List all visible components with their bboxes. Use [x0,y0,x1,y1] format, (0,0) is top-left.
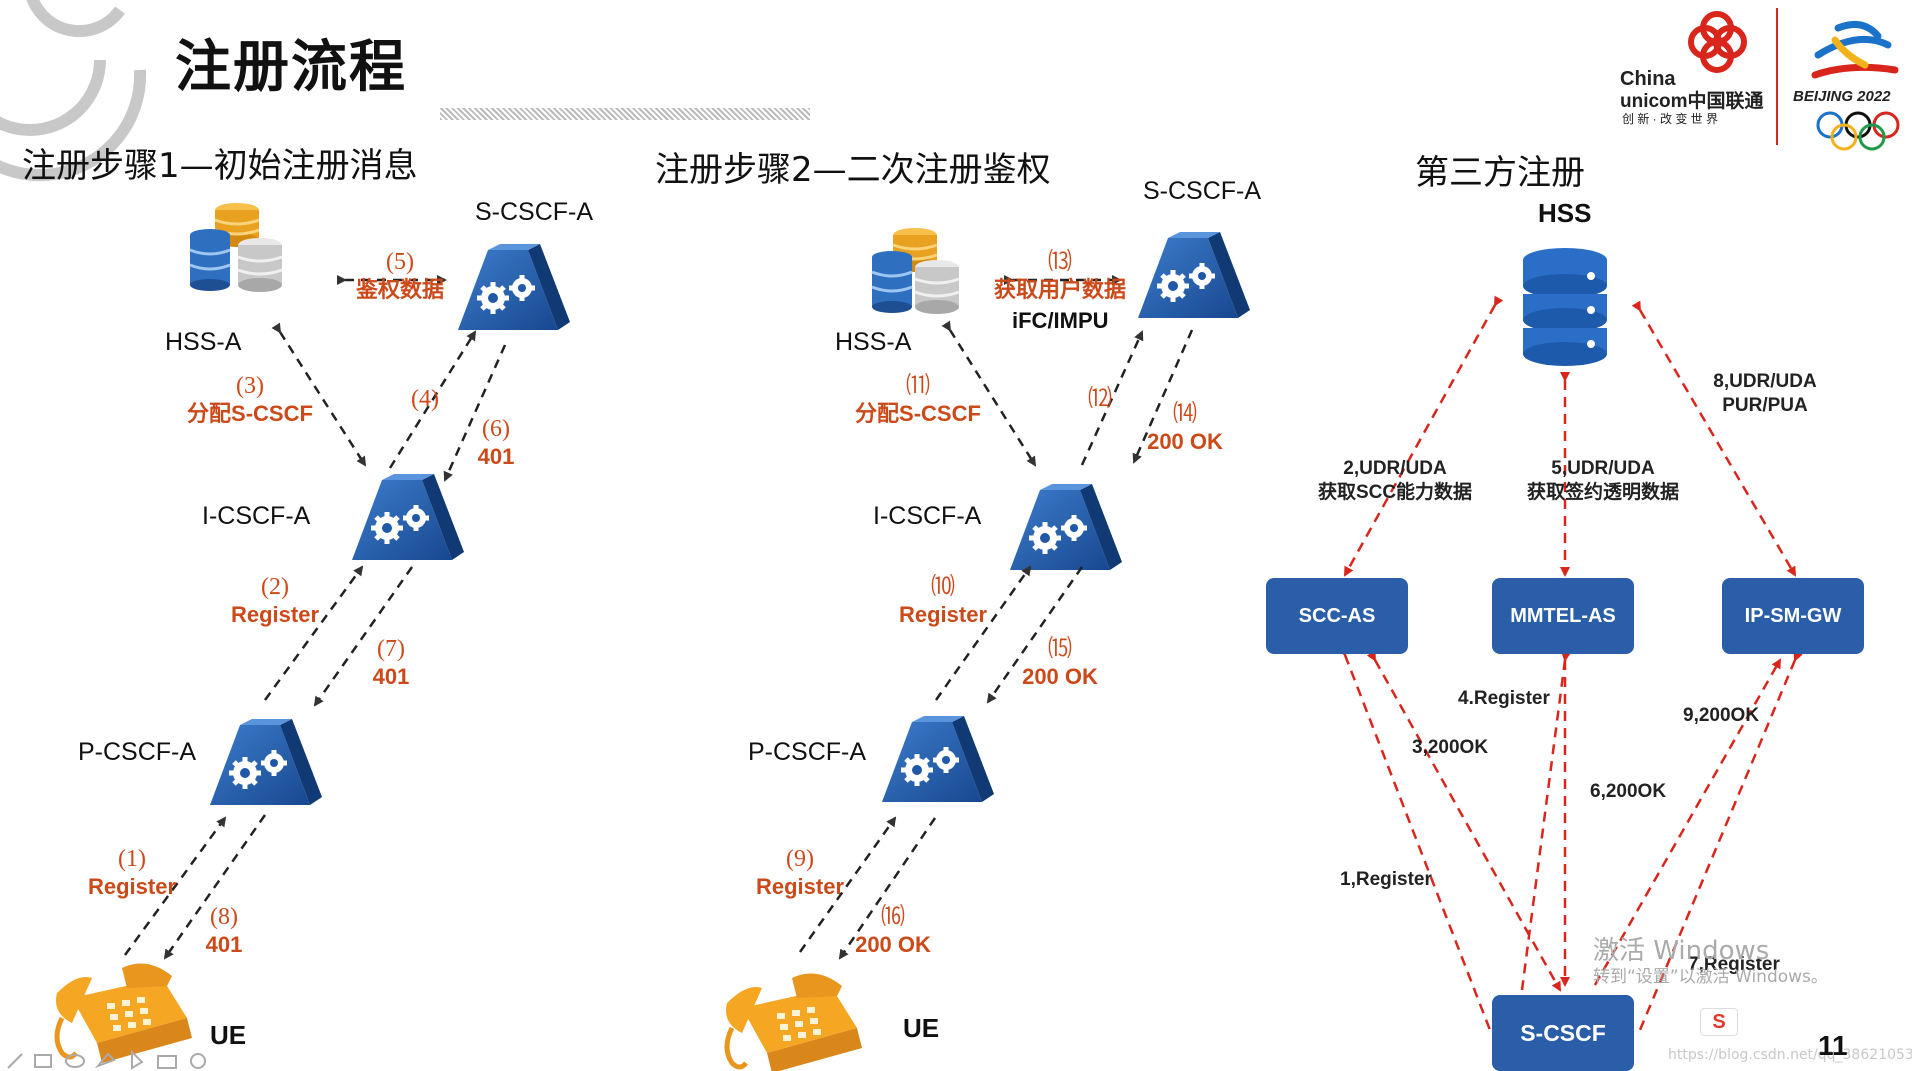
unicom-logo-line1: China [1620,68,1676,90]
s1-step-3: (3)分配S-CSCF [187,373,313,426]
mmtel-as-box: MMTEL-AS [1492,578,1634,654]
s2-step-16: ⒃200 OK [855,904,931,957]
section3-title: 第三方注册 [1415,153,1585,193]
s-cscf-box: S-CSCF [1492,995,1634,1071]
toolbar-icons [7,1049,206,1070]
scscf-node-icon-2 [1138,232,1250,318]
section2-title: 注册步骤2—二次注册鉴权 [655,150,1051,190]
hss-server-icon [1523,248,1607,366]
s1-hss-label: HSS-A [165,328,242,356]
s3-label-6: 6,200OK [1590,781,1667,802]
s2-step-12: ⑿ [1088,386,1112,412]
page-title: 注册流程 [175,35,407,100]
hss-db-icon-2 [870,226,961,316]
pcscf-node-icon-2 [882,716,994,802]
s2-pcscf-label: P-CSCF-A [748,738,867,766]
unicom-knot-icon [1688,11,1747,73]
unicom-logo-line3: 创 新 · 改 变 世 界 [1622,112,1719,126]
s1-pcscf-label: P-CSCF-A [78,738,197,766]
s1-step-1: (1)Register [87,846,177,899]
s1-step-2: (2)Register [230,574,320,627]
s2-step-14: ⒁200 OK [1147,401,1223,454]
page-number: 11 [1818,1030,1848,1061]
scscf-node-icon [458,244,570,330]
olympic-logo-text: BEIJING 2022 [1793,88,1891,105]
url-watermark: https://blog.csdn.net/qq_38621053 [1668,1047,1912,1063]
hss-db-icon [188,201,284,294]
windows-watermark-line1: 激活 Windows [1593,936,1770,966]
s3-label-4: 4.Register [1458,688,1550,709]
s1-step-7: (7)401 [372,636,410,689]
s1-step-5: (5)鉴权数据 [355,249,444,302]
phone-icon [56,964,192,1064]
s3-label-1: 1,Register [1340,869,1432,890]
s2-icscf-label: I-CSCF-A [873,502,982,530]
title-underline [440,108,810,120]
s2-step-15: ⒂200 OK [1022,636,1098,689]
s1-step-6: (6)401 [477,416,515,469]
s2-step-9: (9)Register [755,846,845,899]
s2-scscf-label: S-CSCF-A [1143,177,1262,205]
s2-step-13: ⒀获取用户数据 [993,249,1126,302]
scc-as-box: SCC-AS [1266,578,1408,654]
s2-hss-label: HSS-A [835,328,912,356]
s1-scscf-label: S-CSCF-A [475,198,594,226]
corner-decoration [0,0,147,182]
s3-hss-label: HSS [1538,198,1592,228]
windows-watermark-line2: 转到“设置”以激活 Windows。 [1593,967,1828,987]
s3-label-3: 3,200OK [1412,737,1489,758]
s1-step-4: (4) [411,386,439,412]
icscf-node-icon [352,474,464,560]
olympic-rings-icon [1816,111,1900,151]
s2-ifc-label: iFC/IMPU [1012,308,1109,333]
pcscf-node-icon [210,719,322,805]
s1-step-8: (8)401 [205,904,243,957]
ip-sm-gw-box: IP-SM-GW [1722,578,1864,654]
input-method-icon[interactable]: S [1700,1008,1738,1036]
s3-label-7: 7,Register [1688,954,1780,975]
s2-ue-label: UE [903,1013,940,1043]
icscf-node-icon-2 [1010,484,1122,570]
s2-step-11: ⑾分配S-CSCF [855,373,981,426]
section1-title: 注册步骤1—初始注册消息 [22,146,418,186]
phone-icon-2 [726,974,862,1071]
beijing-emblem-icon [1811,20,1899,79]
unicom-logo-line2: unicom中国联通 [1620,91,1764,112]
s3-label-9: 9,200OK [1683,705,1760,726]
s1-icscf-label: I-CSCF-A [202,502,311,530]
s2-step-10: ⑽Register [898,574,988,627]
s1-ue-label: UE [210,1020,247,1050]
